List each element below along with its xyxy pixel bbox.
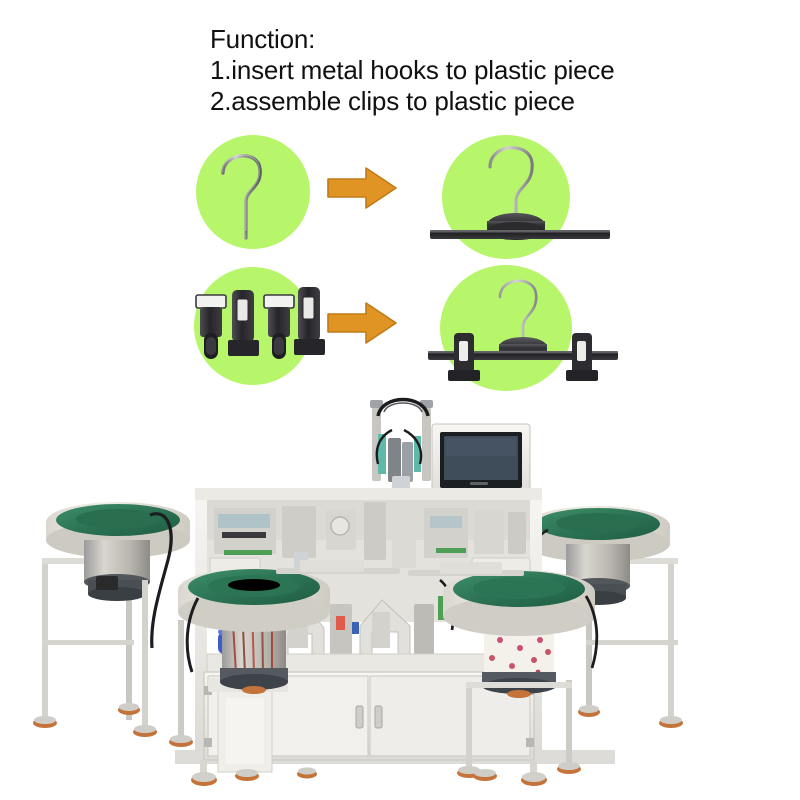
metal-hook-illustration	[196, 135, 310, 249]
plastic-clips-illustration	[186, 275, 326, 385]
bowl-feeder-front-right	[408, 562, 599, 778]
hanger-with-hook-illustration	[430, 131, 610, 261]
hanger-with-clips-illustration	[428, 265, 618, 395]
process-diagram	[0, 125, 800, 400]
hanger-clip-right	[566, 333, 598, 381]
cabinet-handle-left	[355, 705, 364, 729]
caption-line-1: 1.insert metal hooks to plastic piece	[210, 55, 615, 85]
caption-title: Function:	[210, 24, 316, 54]
circle-metal-hook	[196, 135, 310, 249]
bowl-feeder-front-left	[178, 560, 400, 773]
caption-line-2: 2.assemble clips to plastic piece	[210, 86, 575, 116]
clip-2	[228, 290, 259, 356]
clip-1	[195, 294, 227, 359]
hanger-clip-left	[448, 333, 480, 381]
function-caption: Function: 1.insert metal hooks to plasti…	[210, 24, 770, 117]
assembly-machine-photo	[0, 390, 800, 800]
clip-3	[263, 294, 295, 359]
clip-4	[294, 287, 325, 355]
process-arrow-row2	[326, 300, 398, 346]
process-arrow-row1	[326, 165, 398, 211]
bowl-feeder-rear-left	[33, 502, 190, 728]
cabinet-handle-right	[374, 705, 383, 729]
